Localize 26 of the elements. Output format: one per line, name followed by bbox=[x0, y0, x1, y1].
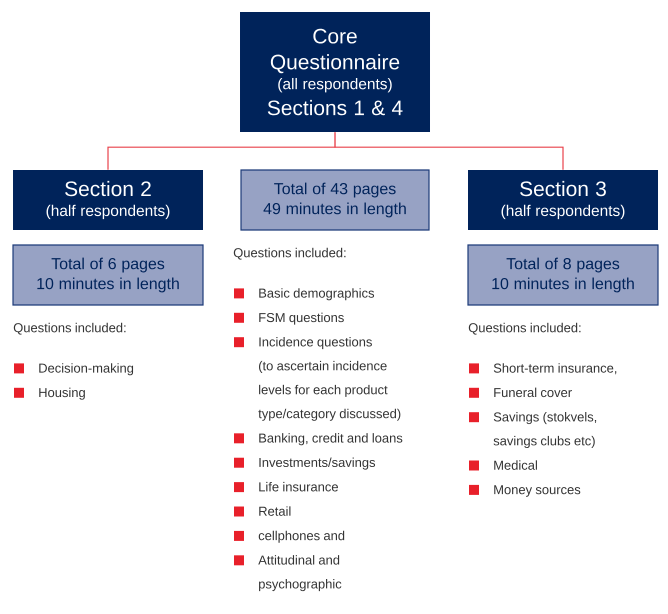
bullet-item: Banking, credit and loans bbox=[234, 433, 402, 446]
connector-line bbox=[334, 132, 564, 170]
length-info-box: Total of 6 pages 10 minutes in length bbox=[12, 244, 204, 306]
bullet-item: Medical bbox=[469, 460, 537, 470]
bullet-item: Housing bbox=[14, 388, 85, 400]
bullet-item: FSM questions bbox=[234, 312, 344, 325]
section-header-box: Core Questionnaire (all respondents) Sections 1 & 4 bbox=[240, 12, 430, 132]
bullet-item: Basic demographics bbox=[234, 288, 374, 300]
bullet-item: Money sources bbox=[469, 484, 580, 497]
length-info-box: Total of 43 pages 49 minutes in length bbox=[240, 169, 430, 231]
list-heading: Questions included: bbox=[14, 322, 126, 335]
bullet-item: Short-term insurance, bbox=[469, 363, 616, 374]
length-info-box: Total of 8 pages 10 minutes in length bbox=[467, 244, 659, 306]
section-header-box: Section 3 (half respondents) bbox=[468, 170, 658, 230]
section-header-box: Section 2 (half respondents) bbox=[13, 170, 203, 230]
bullet-item: Decision-making bbox=[14, 363, 134, 376]
bullet-item: Life insurance bbox=[234, 482, 338, 492]
bullet-item: Funeral cover bbox=[469, 388, 572, 398]
bullet-item: Incidence questions (to ascertain incidence levels for each product type/category discussed) bbox=[234, 337, 400, 421]
bullet-item: Investments/savings bbox=[234, 458, 376, 470]
bullet-item: Savings (stokvels, savings clubs etc) bbox=[469, 412, 596, 448]
list-heading: Questions included: bbox=[468, 322, 580, 335]
bullet-item: cellphones and bbox=[234, 530, 344, 543]
list-heading: Questions included: bbox=[234, 248, 346, 260]
bullet-item: Attitudinal and psychographic bbox=[234, 555, 342, 592]
bullet-item: Retail bbox=[234, 506, 290, 517]
